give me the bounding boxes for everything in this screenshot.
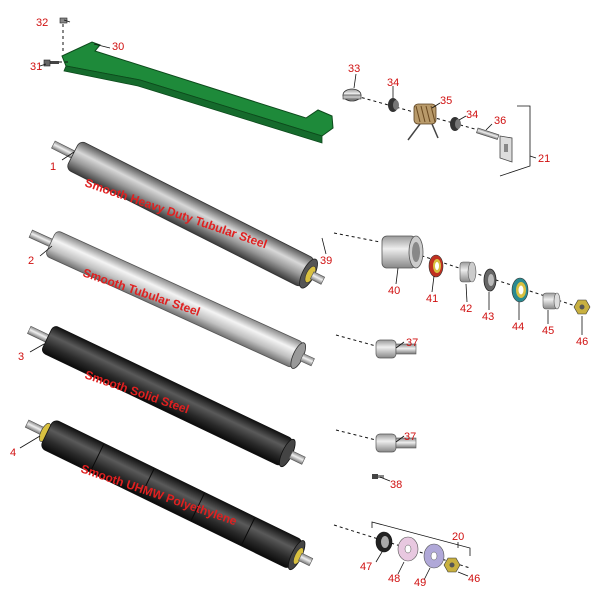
- bearing-43: [483, 268, 497, 292]
- callout-31: 31: [30, 61, 42, 73]
- roller-4-segment-lines: [90, 444, 256, 546]
- callout-46-b: 46: [468, 573, 480, 585]
- washer-42: [459, 261, 477, 283]
- callout-30: 30: [112, 41, 124, 53]
- callout-1: 1: [50, 161, 56, 173]
- callout-41: 41: [426, 293, 438, 305]
- callout-20: 20: [452, 531, 464, 543]
- callout-45: 45: [542, 325, 554, 337]
- callouts: 1 2 3 4 32 30 31 33 34 35 34 36 21 39 40…: [10, 17, 588, 589]
- spring-assembly: [342, 88, 531, 177]
- nut-32: [59, 17, 68, 24]
- roller-2-shaft-right: [299, 353, 315, 367]
- callout-49: 49: [414, 577, 426, 589]
- roller-1-heavy-duty: [51, 140, 326, 289]
- pin-36: [476, 127, 513, 163]
- bracket-33: [342, 88, 362, 102]
- roller-3-shaft-left: [27, 325, 50, 343]
- callout-34-b: 34: [466, 109, 478, 121]
- callout-36: 36: [494, 115, 506, 127]
- callout-46-a: 46: [576, 336, 588, 348]
- adapter-37-a: [375, 339, 417, 359]
- washer-49: [423, 543, 445, 569]
- callout-40: 40: [388, 285, 400, 297]
- seal-47: [375, 531, 393, 553]
- roller-1-shaft-left: [51, 140, 76, 159]
- bearing-kit-20: [371, 521, 471, 573]
- callout-42: 42: [460, 303, 472, 315]
- adapter-37-b: [375, 433, 417, 453]
- leader-lines: [19, 19, 583, 581]
- callout-35: 35: [440, 95, 452, 107]
- dash-roller-1: [333, 232, 381, 243]
- callout-37-a: 37: [406, 337, 418, 349]
- seal-44: [511, 277, 529, 303]
- bracket-20: [371, 521, 471, 556]
- roller-4-shaft-right: [298, 552, 314, 567]
- roller-3-shaft-right: [288, 450, 306, 465]
- dash-roller-3: [335, 429, 377, 441]
- roller-3-solid: [27, 325, 306, 468]
- bushing-34-b: [450, 117, 461, 131]
- screw-31: [43, 59, 59, 67]
- callout-3: 3: [18, 351, 24, 363]
- callout-44: 44: [512, 321, 524, 333]
- callout-34-a: 34: [387, 77, 399, 89]
- title-roller-1: Smooth Heavy Duty Tubular Steel: [83, 176, 269, 252]
- callout-2: 2: [28, 255, 34, 267]
- roller-1-shaft-right: [309, 271, 326, 285]
- screw-38: [372, 474, 384, 479]
- torsion-spring-35: [407, 103, 439, 141]
- spacer-45: [542, 292, 561, 310]
- nut-46-a: [573, 299, 591, 315]
- callout-37-b: 37: [404, 431, 416, 443]
- bushing-34-a: [388, 98, 399, 112]
- housing-40: [381, 235, 424, 269]
- seal-41: [428, 254, 444, 278]
- scraper-bar-group: [43, 17, 334, 144]
- roller-4-uhmw: [24, 419, 314, 571]
- callout-47: 47: [360, 561, 372, 573]
- callout-39: 39: [320, 255, 332, 267]
- nut-46-b: [443, 557, 461, 573]
- scraper-bar: [61, 41, 334, 137]
- roller-2-shaft-left: [28, 229, 53, 247]
- callout-4: 4: [10, 447, 16, 459]
- callout-32: 32: [36, 17, 48, 29]
- bracket-21: [499, 105, 531, 177]
- callout-33: 33: [348, 63, 360, 75]
- callout-43: 43: [482, 311, 494, 323]
- dash-roller-2: [335, 334, 377, 347]
- washer-48: [397, 536, 419, 562]
- callout-21: 21: [538, 153, 550, 165]
- callout-38: 38: [390, 479, 402, 491]
- scraper-bar-edge: [63, 65, 323, 144]
- roller-2-tubular: [28, 229, 315, 369]
- callout-48: 48: [388, 573, 400, 585]
